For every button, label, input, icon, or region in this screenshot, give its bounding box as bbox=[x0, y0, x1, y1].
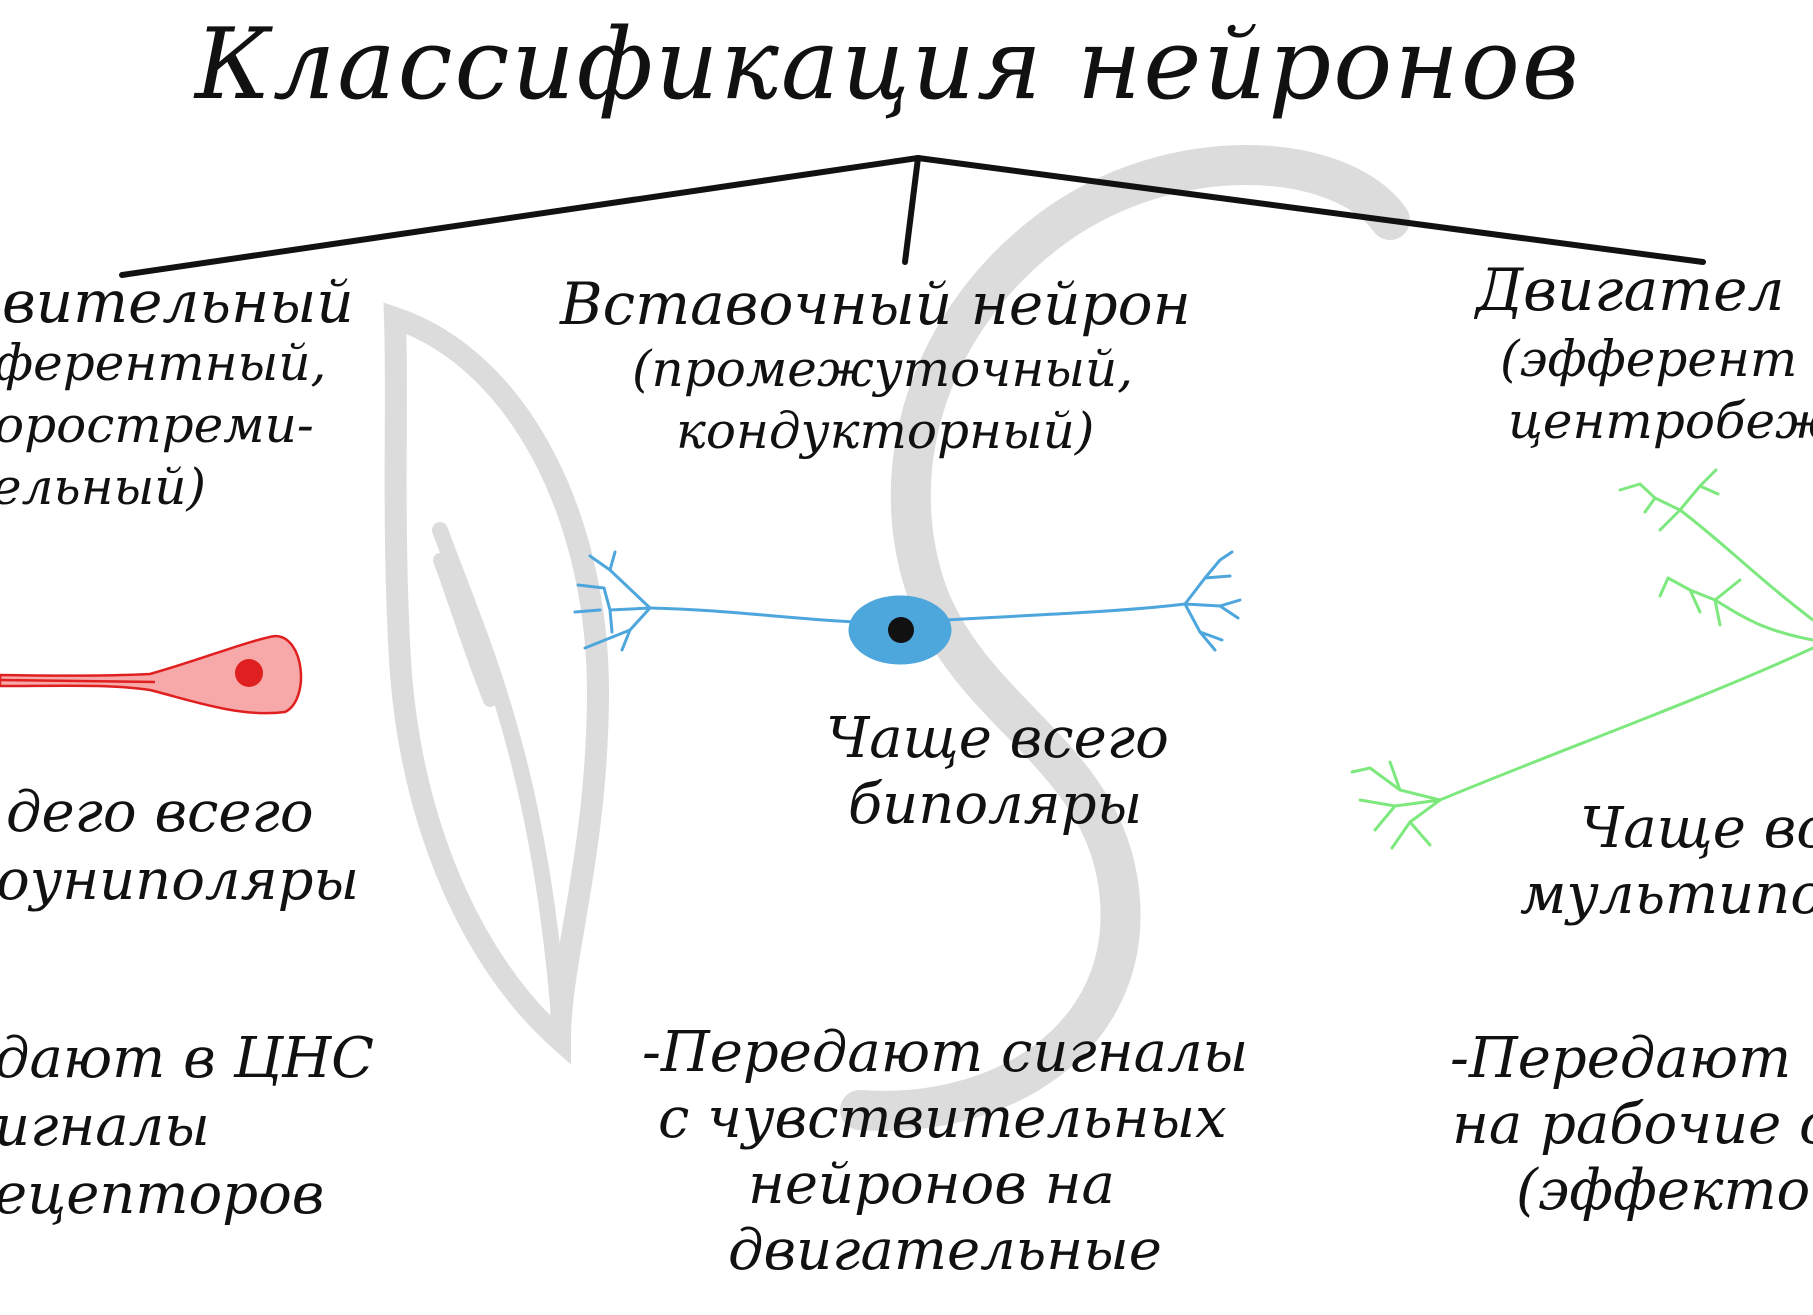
left-desc-line-2: игналы bbox=[0, 1094, 210, 1159]
middle-desc-line-2: с чувствительных bbox=[658, 1086, 1227, 1151]
middle-heading: Вставочный нейрон bbox=[560, 270, 1191, 338]
middle-sub-line-2: кондукторный) bbox=[676, 402, 1095, 460]
middle-sub-line-1: (промежуточный, bbox=[632, 340, 1134, 398]
motor-neuron-dendrite-upper bbox=[1618, 468, 1813, 622]
middle-desc-line-4: двигательные bbox=[728, 1218, 1162, 1283]
right-desc-line-2: на рабочие о bbox=[1452, 1092, 1813, 1157]
right-type-line-1: Чаще вс bbox=[1580, 796, 1813, 861]
left-sub-line-1: ферентный, bbox=[0, 334, 327, 392]
sensory-neuron-body bbox=[0, 634, 303, 715]
right-sub-line-2: центробеж bbox=[1508, 392, 1813, 450]
middle-type-line-2: биполяры bbox=[848, 772, 1143, 837]
interneuron-nucleus bbox=[888, 617, 914, 643]
middle-desc-line-3: нейронов на bbox=[748, 1152, 1115, 1217]
right-desc-line-1: -Передают bbox=[1450, 1026, 1792, 1091]
left-desc-line-1: дают в ЦНС bbox=[0, 1026, 374, 1091]
watermark-leaf-vein bbox=[432, 522, 568, 1038]
sensory-neuron-axon bbox=[0, 678, 156, 684]
left-type-line-1: дего всего bbox=[6, 780, 314, 845]
connector-to-left bbox=[119, 155, 921, 278]
watermark-leaf-outline bbox=[383, 302, 610, 1065]
left-type-line-2: оуниполяры bbox=[0, 848, 360, 913]
motor-neuron-terminal bbox=[1350, 760, 1442, 850]
left-desc-line-3: ецепторов bbox=[0, 1162, 325, 1227]
left-heading: вительный bbox=[2, 268, 354, 336]
motor-neuron-axon bbox=[1438, 646, 1813, 802]
middle-type-line-1: Чаще всего bbox=[826, 706, 1169, 771]
right-sub-line-1: (эфферент bbox=[1500, 330, 1798, 388]
diagram-title: Классификация нейронов bbox=[195, 8, 1581, 122]
sensory-neuron bbox=[0, 634, 303, 715]
connector-to-middle bbox=[902, 155, 921, 265]
interneuron bbox=[573, 550, 1242, 665]
watermark-leaf-branch bbox=[433, 553, 497, 707]
right-heading: Двигател bbox=[1476, 256, 1785, 324]
middle-desc-line-1: -Передают сигналы bbox=[642, 1020, 1249, 1085]
motor-neuron bbox=[1350, 468, 1813, 850]
interneuron-right-dendrites bbox=[1183, 550, 1242, 652]
sensory-neuron-nucleus bbox=[235, 659, 263, 687]
motor-neuron-dendrite-lower bbox=[1658, 576, 1813, 642]
right-type-line-2: мультипо bbox=[1520, 862, 1813, 927]
watermark-logo bbox=[383, 145, 1410, 1131]
right-desc-line-3: (эффекто bbox=[1516, 1158, 1811, 1223]
left-sub-line-2: оростреми- bbox=[0, 396, 314, 454]
tree-connectors bbox=[119, 155, 1706, 278]
interneuron-left-process bbox=[648, 606, 857, 624]
connector-to-right bbox=[915, 155, 1706, 265]
watermark-s-curve bbox=[840, 145, 1410, 1131]
left-sub-line-3: ельный) bbox=[0, 458, 207, 516]
interneuron-left-dendrites bbox=[573, 550, 652, 652]
interneuron-right-process bbox=[943, 602, 1187, 622]
